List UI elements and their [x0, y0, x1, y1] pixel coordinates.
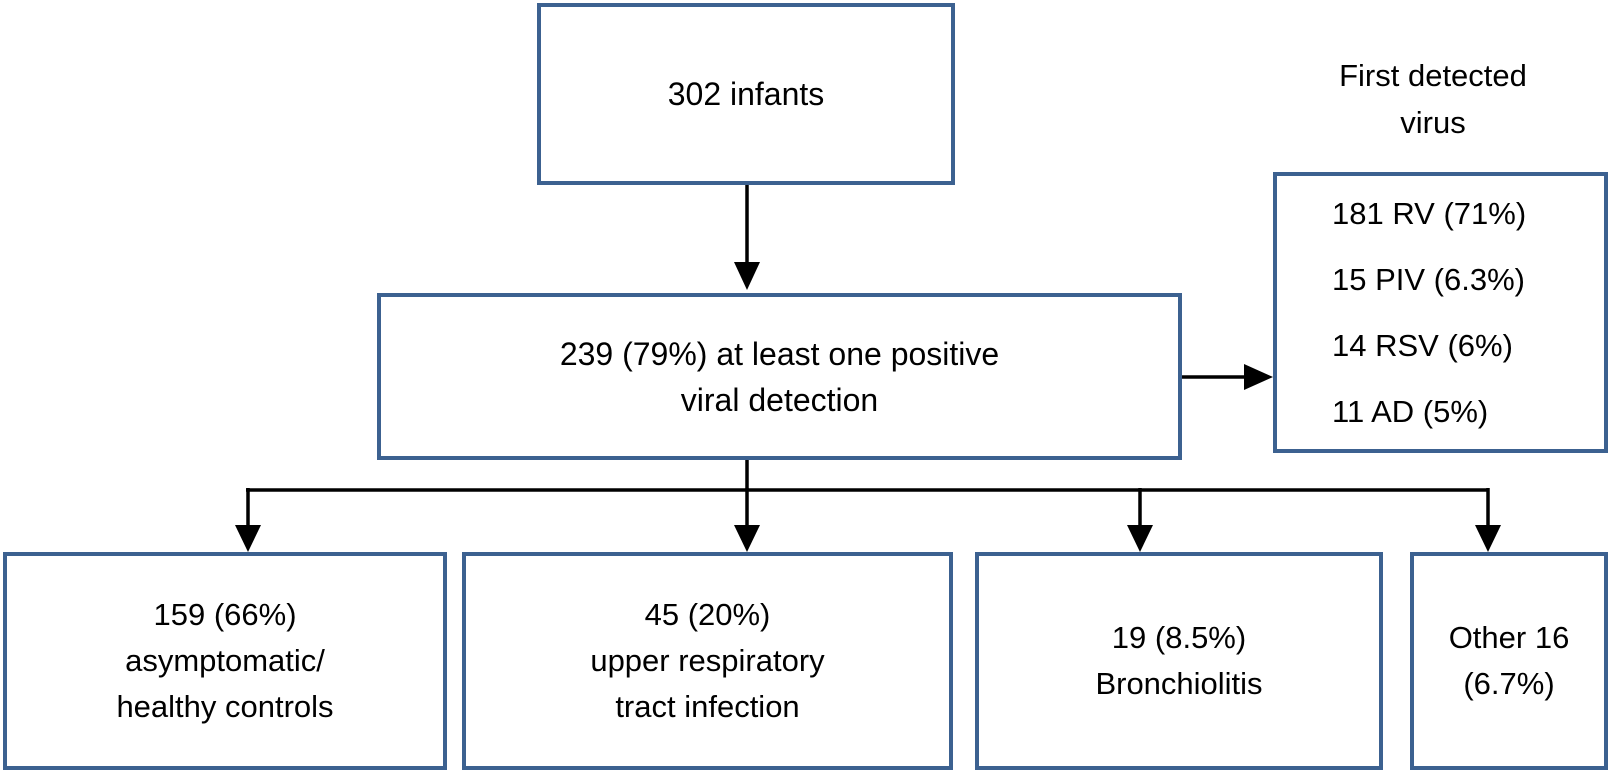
- positive-detection-line1: 239 (79%) at least one positive: [559, 335, 1000, 372]
- outcome-asymptomatic-line1: 159 (66%): [153, 597, 297, 632]
- outcome-bronchiolitis-line2: Bronchiolitis: [1095, 666, 1263, 701]
- infants-box: 302 infants: [537, 3, 955, 185]
- outcome-urti-line3: tract infection: [615, 689, 800, 724]
- outcome-box-bronchiolitis: 19 (8.5%) Bronchiolitis: [975, 552, 1383, 770]
- outcome-asymptomatic-line3: healthy controls: [116, 689, 334, 724]
- virus-panel-box: 181 RV (71%) 15 PIV (6.3%) 14 RSV (6%) 1…: [1273, 172, 1608, 453]
- virus-item-ad: 11 AD (5%): [1332, 393, 1489, 429]
- positive-detection-line2: viral detection: [680, 381, 879, 418]
- outcome-box-other: Other 16 (6.7%): [1410, 552, 1608, 770]
- virus-item-rsv: 14 RSV (6%): [1332, 327, 1513, 363]
- virus-panel-title-line2: virus: [1400, 105, 1466, 140]
- outcome-urti-line2: upper respiratory: [590, 643, 825, 678]
- outcome-urti-line1: 45 (20%): [644, 597, 771, 632]
- outcome-box-urti: 45 (20%) upper respiratory tract infecti…: [462, 552, 953, 770]
- arrow-to-outcome-other: [1475, 488, 1501, 552]
- positive-detection-box: 239 (79%) at least one positive viral de…: [377, 293, 1182, 460]
- infants-count-label: 302 infants: [667, 76, 825, 112]
- arrow-detection-to-virus-panel: [1182, 364, 1273, 390]
- virus-item-piv: 15 PIV (6.3%): [1332, 261, 1525, 297]
- virus-item-rv: 181 RV (71%): [1332, 195, 1527, 231]
- outcome-other-line2: (6.7%): [1463, 666, 1555, 701]
- outcome-box-asymptomatic: 159 (66%) asymptomatic/ healthy controls: [3, 552, 447, 770]
- arrow-to-outcome-asymptomatic: [235, 488, 261, 552]
- outcome-other-line1: Other 16: [1448, 620, 1570, 655]
- arrow-infants-to-detection: [734, 185, 760, 290]
- arrow-to-outcome-bronchiolitis: [1127, 488, 1153, 552]
- outcome-asymptomatic-line2: asymptomatic/: [125, 643, 325, 678]
- virus-panel-title: First detected virus: [1253, 52, 1613, 146]
- branch-rail: [246, 460, 1488, 492]
- arrow-to-outcome-urti: [734, 488, 760, 552]
- outcome-bronchiolitis-line1: 19 (8.5%): [1111, 620, 1247, 655]
- virus-panel-title-line1: First detected: [1339, 58, 1527, 93]
